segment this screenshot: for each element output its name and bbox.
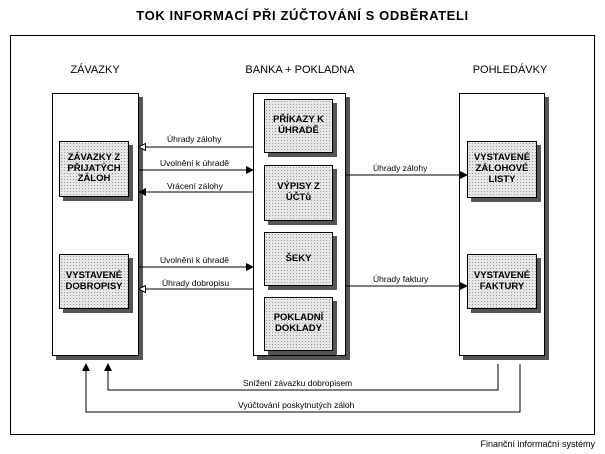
label-uhrady-faktury: Úhrady faktury xyxy=(373,274,429,284)
box-seky: ŠEKY xyxy=(264,232,333,286)
pohledavky-column-panel xyxy=(459,93,545,356)
box-vystavene-faktury: VYSTAVENÉ FAKTURY xyxy=(467,254,537,309)
diagram-frame xyxy=(10,35,595,435)
box-vypisy-z-uctu: VÝPISY Z ÚČTů xyxy=(264,165,333,221)
label-uhrady-zalohy-left: Úhrady zálohy xyxy=(167,134,222,144)
label-vraceni-zalohy: Vrácení zálohy xyxy=(167,181,223,191)
box-vystavene-zalohove-listy: VYSTAVENÉ ZÁLOHOVÉ LISTY xyxy=(467,141,537,198)
column-heading-pohledavky: POHLEDÁVKY xyxy=(472,64,548,76)
label-snizeni-zavazku-dobropisem: Snížení závazku dobropisem xyxy=(243,378,353,388)
label-uhrady-zalohy-right: Úhrady zálohy xyxy=(373,163,428,173)
zavazky-column-panel xyxy=(52,93,139,356)
box-prikazy-k-uhrade: PŘÍKAZY K ÚHRADĚ xyxy=(264,99,333,153)
label-uvolneni-k-uhrade-1: Uvolnění k úhradě xyxy=(160,158,229,168)
arrow-vyuctovani-poskytnutych-zaloh xyxy=(82,363,521,413)
label-uhrady-dobropisu: Úhrady dobropisu xyxy=(162,278,230,288)
box-vystavene-dobropisy: VYSTAVENÉ DOBROPISY xyxy=(59,254,129,309)
box-pokladni-doklady: POKLADNÍ DOKLADY xyxy=(264,297,333,351)
arrow-snizeni-zavazku-dobropisem xyxy=(104,363,499,391)
column-heading-zavazky: ZÁVAZKY xyxy=(70,64,120,76)
column-heading-banka-pokladna: BANKA + POKLADNA xyxy=(245,64,355,76)
diagram-title: TOK INFORMACÍ PŘI ZÚČTOVÁNÍ S ODBĚRATELI xyxy=(136,8,469,23)
footer-caption: Finanční informační systémy xyxy=(480,439,595,449)
box-zavazky-z-prijatych-zaloh: ZÁVAZKY Z PŘIJATÝCH ZÁLOH xyxy=(59,141,129,197)
label-vyuctovani-poskytnutych-zaloh: Vyúčtování poskytnutých záloh xyxy=(238,400,355,410)
label-uvolneni-k-uhrade-2: Uvolnění k úhradě xyxy=(160,255,229,265)
